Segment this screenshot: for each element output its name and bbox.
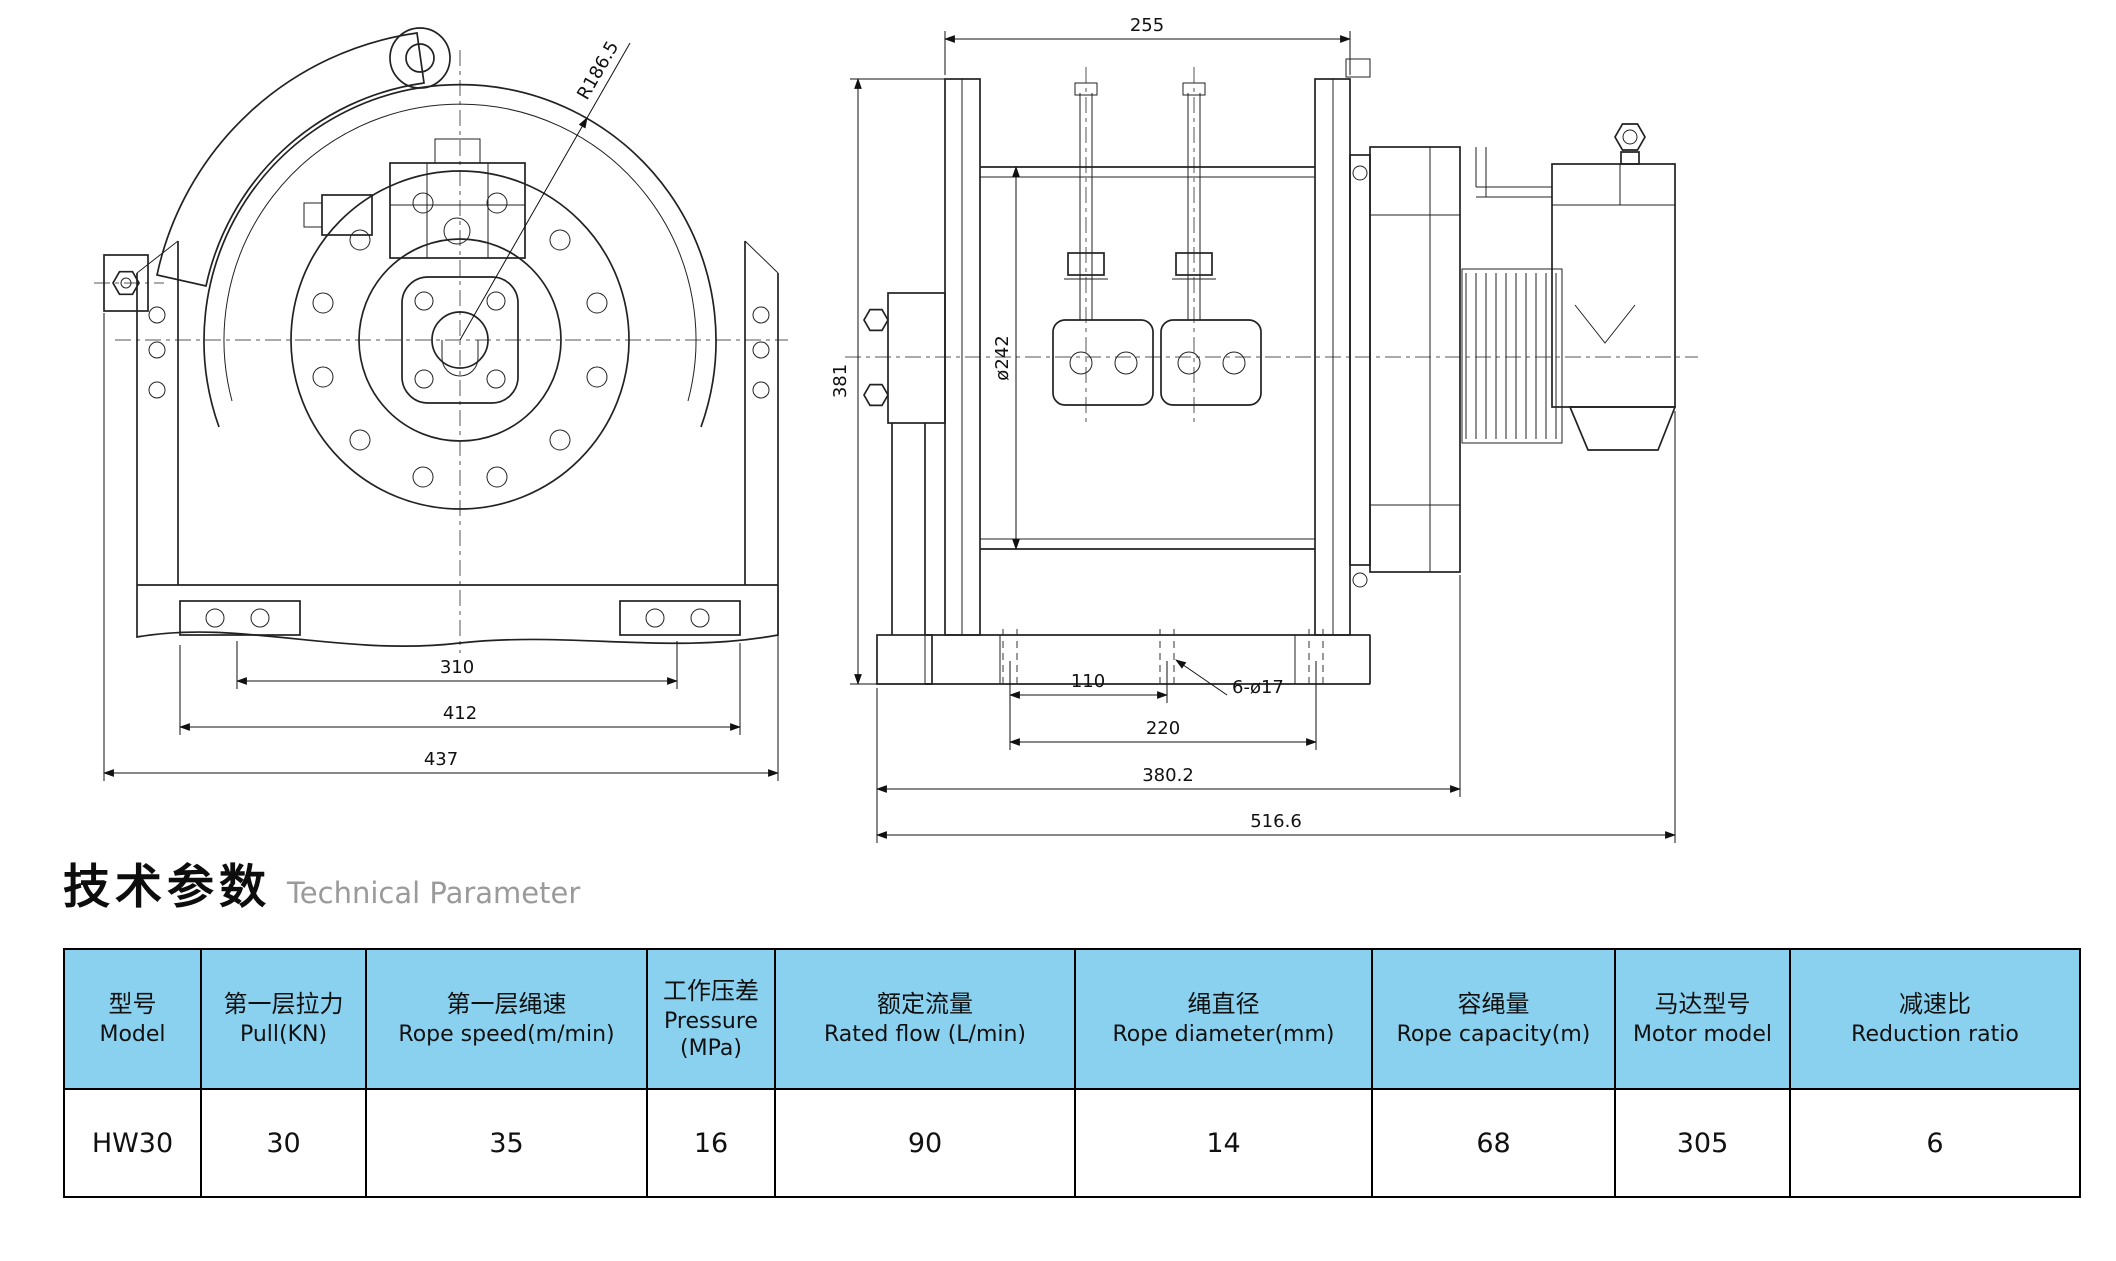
front-dim-412-label: 412	[443, 703, 477, 724]
col-header-rope-speed-cn: 第一层绳速	[446, 990, 567, 1019]
cell-rated-flow: 90	[774, 1088, 1076, 1198]
table-data-row: HW30 30 35 16 90 14 68 305 6	[63, 1088, 2081, 1198]
col-header-rope-capacity-en: Rope capacity(m)	[1396, 1022, 1591, 1048]
col-header-reduction-ratio-cn: 减速比	[1899, 990, 1971, 1019]
front-radius-label: R186.5	[573, 38, 623, 104]
cell-model: HW30	[63, 1088, 202, 1198]
section-title-en: Technical Parameter	[287, 876, 581, 910]
col-header-rope-diameter: 绳直径 Rope diameter(mm)	[1074, 948, 1373, 1090]
side-dim-381-label: 381	[830, 364, 851, 398]
col-header-model-en: Model	[99, 1022, 166, 1048]
side-dim-255-label: 255	[1130, 15, 1164, 36]
front-motor-face	[290, 170, 630, 510]
cell-pull: 30	[200, 1088, 367, 1198]
side-center-lines	[845, 67, 1698, 425]
side-rope-clamps	[1052, 82, 1262, 406]
cell-pressure: 16	[646, 1088, 776, 1198]
side-gearbox-housing	[1349, 146, 1461, 588]
section-title-cn: 技术参数	[63, 860, 271, 915]
front-lifting-arm	[155, 27, 451, 288]
front-drum-flange-arc	[203, 83, 717, 428]
side-dim-380-label: 380.2	[1142, 765, 1194, 786]
col-header-pressure: 工作压差 Pressure (MPa)	[646, 948, 776, 1090]
front-radius-leader: R186.5	[459, 38, 631, 341]
col-header-model: 型号 Model	[63, 948, 202, 1090]
front-dim-310-label: 310	[440, 657, 474, 678]
cell-rope-diameter: 14	[1074, 1088, 1373, 1198]
side-dim-220-label: 220	[1146, 718, 1180, 739]
col-header-motor-model-cn: 马达型号	[1654, 990, 1751, 1019]
side-base-feet	[924, 629, 1371, 689]
col-header-rated-flow-cn: 额定流量	[877, 990, 973, 1019]
front-center-lines	[94, 50, 788, 653]
cell-rope-speed: 35	[365, 1088, 648, 1198]
parameter-table-wrap: 型号 Model 第一层拉力 Pull(KN) 第一层绳速 Rope speed…	[63, 948, 2081, 1198]
front-hydraulic-fitting	[303, 194, 373, 236]
section-title: 技术参数 Technical Parameter	[63, 848, 580, 917]
col-header-pressure-en: Pressure (MPa)	[664, 1009, 758, 1061]
cell-reduction-ratio: 6	[1789, 1088, 2081, 1198]
parameter-table: 型号 Model 第一层拉力 Pull(KN) 第一层绳速 Rope speed…	[63, 948, 2081, 1198]
side-dim-516: 516.6	[875, 411, 1677, 843]
front-view-drawing: R186.5 310 412 437	[94, 27, 788, 781]
col-header-pull: 第一层拉力 Pull(KN)	[200, 948, 367, 1090]
front-dim-437: 437	[102, 313, 780, 781]
col-header-model-cn: 型号	[108, 990, 157, 1019]
side-dim-516-label: 516.6	[1250, 811, 1302, 832]
col-header-reduction-ratio-en: Reduction ratio	[1851, 1022, 2019, 1048]
col-header-rope-diameter-cn: 绳直径	[1187, 990, 1260, 1019]
front-dim-412: 412	[178, 643, 742, 735]
side-dim-110-label: 110	[1071, 671, 1105, 692]
side-dim-255: 255	[943, 15, 1352, 75]
side-left-bracket	[863, 292, 946, 685]
front-motor-hub	[401, 276, 519, 404]
front-dim-437-label: 437	[424, 749, 458, 770]
side-motor-assembly	[1461, 123, 1677, 451]
side-drum-barrel	[980, 166, 1315, 550]
side-holes-callout: 6-ø17	[1175, 659, 1284, 698]
side-dim-242-label: ø242	[992, 335, 1013, 380]
col-header-reduction-ratio: 减速比 Reduction ratio	[1789, 948, 2081, 1090]
col-header-motor-model: 马达型号 Motor model	[1614, 948, 1791, 1090]
side-view-drawing: 255 381 ø242 110 6-ø17	[830, 15, 1698, 843]
side-dim-220: 220	[1008, 661, 1318, 750]
front-frame-plates	[136, 240, 779, 585]
col-header-motor-model-en: Motor model	[1632, 1022, 1773, 1048]
col-header-pressure-cn: 工作压差	[663, 977, 759, 1006]
front-dim-310: 310	[235, 641, 679, 689]
side-dim-380: 380.2	[875, 575, 1462, 843]
front-base	[136, 584, 779, 648]
col-header-rated-flow-en: Rated flow (L/min)	[823, 1022, 1027, 1048]
side-dim-242: ø242	[992, 165, 1020, 551]
side-holes-label: 6-ø17	[1232, 677, 1284, 698]
col-header-rated-flow: 额定流量 Rated flow (L/min)	[774, 948, 1076, 1090]
table-header-row: 型号 Model 第一层拉力 Pull(KN) 第一层绳速 Rope speed…	[63, 948, 2081, 1090]
front-valve-block	[389, 138, 526, 259]
col-header-rope-speed-en: Rope speed(m/min)	[398, 1022, 615, 1048]
col-header-rope-diameter-en: Rope diameter(mm)	[1112, 1022, 1335, 1048]
col-header-rope-capacity: 容绳量 Rope capacity(m)	[1371, 948, 1616, 1090]
col-header-pull-en: Pull(KN)	[239, 1022, 328, 1048]
col-header-pull-cn: 第一层拉力	[223, 990, 344, 1019]
col-header-rope-speed: 第一层绳速 Rope speed(m/min)	[365, 948, 648, 1090]
cell-rope-capacity: 68	[1371, 1088, 1616, 1198]
side-dim-381: 381	[830, 77, 945, 686]
col-header-rope-capacity-cn: 容绳量	[1457, 990, 1530, 1019]
side-dim-110: 110	[1008, 661, 1169, 750]
front-left-bracket	[103, 254, 149, 312]
cell-motor-model: 305	[1614, 1088, 1791, 1198]
